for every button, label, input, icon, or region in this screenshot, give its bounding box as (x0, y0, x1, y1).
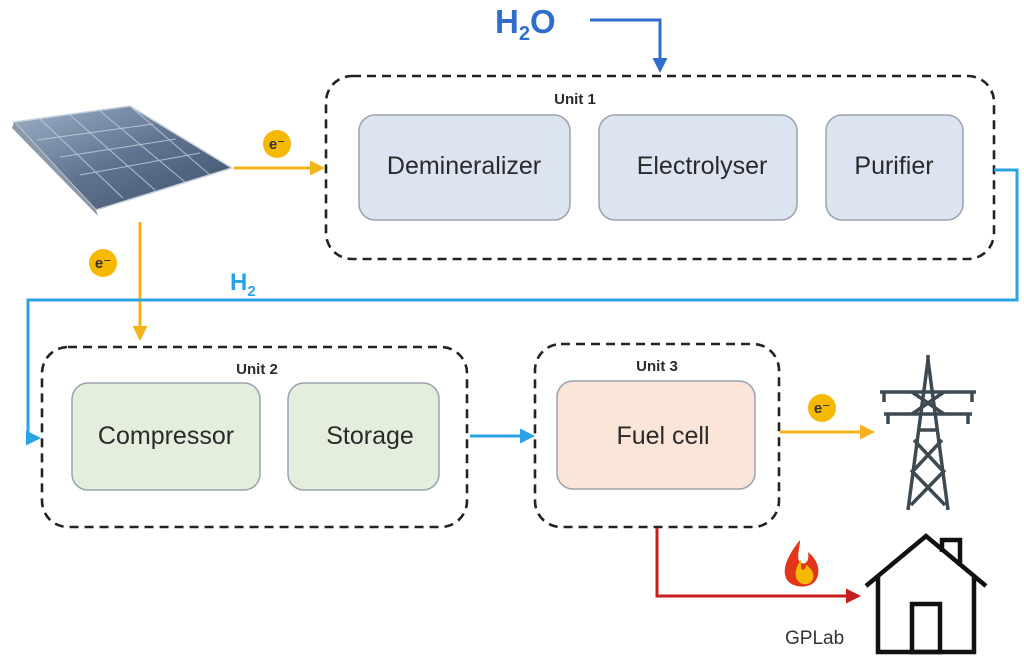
water-label: H (495, 3, 519, 40)
unit-3: Unit 3 Fuel cell (533, 342, 781, 529)
electron-badge: e⁻ (808, 394, 836, 422)
unit-2-boundary (40, 345, 469, 529)
svg-text:H2O: H2O (495, 3, 556, 45)
water-label-tail: O (530, 3, 556, 40)
compressor-box (71, 382, 261, 491)
fuelcell-to-house-arrow (655, 528, 861, 604)
water-input: H2O (495, 3, 668, 73)
electrolyser-label: Electrolyser (637, 152, 768, 180)
fuel-cell-label: Fuel cell (616, 422, 709, 450)
unit-1-boundary (324, 74, 996, 261)
hydrogen-arrow (26, 168, 1019, 446)
unit-3-title: Unit 3 (636, 358, 678, 375)
unit-1: Unit 1 Demineralizer Electrolyser Purifi… (324, 74, 996, 261)
unit-2-title: Unit 2 (236, 361, 278, 378)
power-tower-icon (880, 355, 976, 511)
flame-icon (784, 540, 819, 587)
electron-badge-label: e⁻ (269, 136, 285, 153)
water-arrow (590, 18, 668, 73)
unit-2: Unit 2 Compressor Storage (40, 345, 469, 529)
electron-badge: e⁻ (263, 130, 291, 158)
hydrogen-label: H2 (230, 269, 256, 300)
purifier-box (825, 114, 964, 221)
demineralizer-label: Demineralizer (387, 152, 541, 180)
credit-label: GPLab (785, 628, 844, 649)
storage-box (287, 382, 440, 491)
electron-badge-label: e⁻ (95, 255, 111, 272)
electron-badge: e⁻ (89, 249, 117, 277)
demineralizer-box (358, 114, 571, 221)
electrolyser-box (598, 114, 798, 221)
unit-1-title: Unit 1 (554, 91, 596, 108)
compressor-label: Compressor (98, 422, 234, 450)
water-subscript: 2 (519, 23, 530, 45)
solar-panel-icon (12, 105, 234, 216)
house-icon (864, 533, 988, 655)
purifier-label: Purifier (854, 152, 933, 180)
storage-label: Storage (326, 422, 414, 450)
electron-badge-label: e⁻ (814, 400, 830, 417)
unit-3-boundary (533, 342, 781, 529)
fuel-cell-box (556, 380, 756, 490)
